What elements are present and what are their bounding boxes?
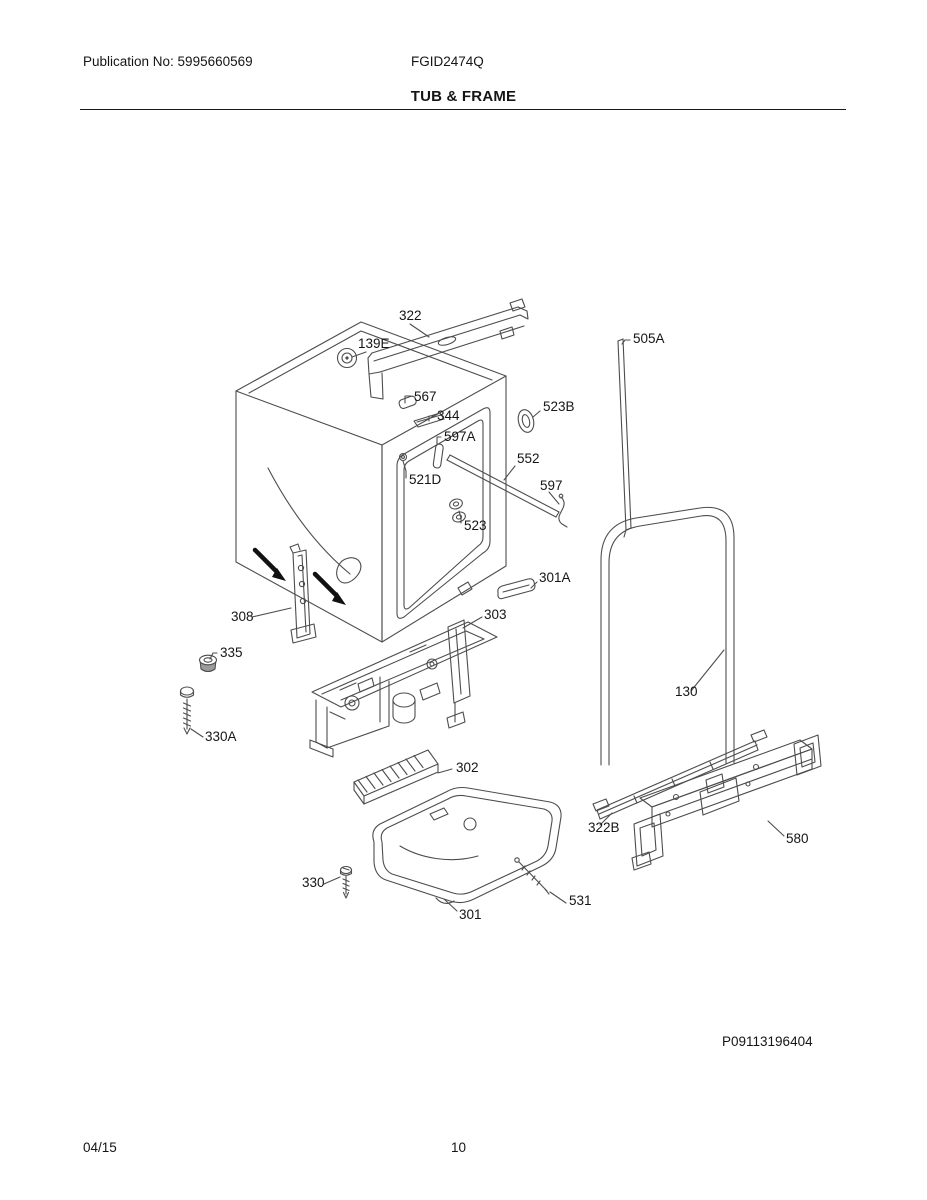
part-567-clip [398,395,417,409]
part-label-303: 303 [484,607,507,622]
part-label-580: 580 [786,831,809,846]
part-335-foot [198,654,218,673]
part-label-344: 344 [437,408,460,423]
part-label-322b: 322B [588,820,620,835]
part-label-505a: 505A [633,331,665,346]
part-label-301: 301 [459,907,482,922]
part-label-301a: 301A [539,570,571,585]
tub-drawing [235,321,507,643]
part-label-322: 322 [399,308,422,323]
page-title: TUB & FRAME [410,88,517,105]
part-label-330a: 330A [205,729,237,744]
title-divider [80,109,846,110]
part-label-552: 552 [517,451,540,466]
part-322b-rail [592,729,768,820]
part-302-panel [353,749,439,805]
part-label-139e: 139E [358,336,390,351]
model-number: FGID2474Q [411,54,484,69]
part-label-330: 330 [302,875,325,890]
part-label-597a: 597A [444,429,476,444]
part-label-521d: 521D [409,472,442,487]
part-523b-grommet [517,409,535,433]
part-label-567: 567 [414,389,437,404]
part-597a-strip [432,443,444,469]
part-label-302: 302 [456,760,479,775]
part-330a-screw [179,686,195,735]
part-330-screw [339,865,353,899]
part-303-frame [309,619,498,758]
part-301a-bracket [497,578,536,600]
part-label-597: 597 [540,478,563,493]
part-labels: 322 139E 567 344 597A 523B 521D 552 597 … [205,308,809,922]
part-label-335: 335 [220,645,243,660]
direction-arrows [252,547,346,605]
part-523-grommets [449,498,466,523]
part-label-523b: 523B [543,399,575,414]
part-580-base-frame [631,734,822,871]
part-531-fastener [514,857,550,895]
part-301-base-pan [372,786,562,904]
footer-date: 04/15 [83,1140,117,1155]
part-322-top-rail [367,298,529,400]
part-130-gasket [600,506,735,766]
part-label-130: 130 [675,684,698,699]
part-552-rod [446,454,560,518]
footer-page-number: 10 [451,1140,467,1155]
part-label-308: 308 [231,609,254,624]
part-308-rail [289,543,317,644]
part-label-531: 531 [569,893,592,908]
leader-lines [190,323,785,912]
part-label-523: 523 [464,518,487,533]
diagram-code: P09113196404 [722,1034,813,1049]
publication-number: Publication No: 5995660569 [83,54,253,69]
part-505a-strip [617,338,632,538]
part-597-hook [558,493,568,528]
part-139e-cap [336,347,358,369]
